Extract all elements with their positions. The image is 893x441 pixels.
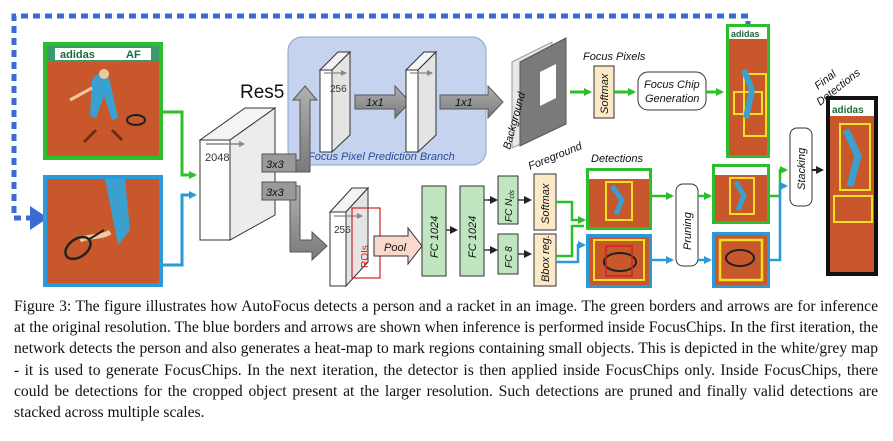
detections-label: Detections bbox=[591, 153, 643, 165]
svg-text:Generation: Generation bbox=[645, 93, 699, 105]
svg-text:FC 1024: FC 1024 bbox=[467, 216, 479, 258]
res5-label: Res5 bbox=[240, 82, 284, 103]
pool-arrow: Pool bbox=[373, 226, 423, 266]
foreground-label: Foreground bbox=[527, 140, 585, 173]
detection-image-blue bbox=[586, 234, 652, 288]
rpn-block: 256 ROIs bbox=[328, 186, 381, 288]
svg-text:adidas: adidas bbox=[731, 29, 760, 39]
pruning-box: Pruning bbox=[675, 183, 699, 267]
res5-channels: 2048 bbox=[205, 152, 229, 164]
figure-caption: Figure 3: The figure illustrates how Aut… bbox=[14, 298, 878, 422]
detection-image-green bbox=[586, 168, 652, 230]
fc-ncls-box: FC Ncls bbox=[497, 175, 519, 225]
conv1x1-arrow-1: 1x1 bbox=[354, 84, 411, 120]
svg-text:Softmax: Softmax bbox=[540, 183, 552, 224]
focus-pixels-label: Focus Pixels bbox=[583, 51, 646, 63]
pruned-image-blue bbox=[712, 232, 770, 288]
svg-text:Bbox reg.: Bbox reg. bbox=[540, 235, 552, 282]
svg-text:Softmax: Softmax bbox=[599, 73, 611, 114]
bbox-reg-box: Bbox reg. bbox=[533, 233, 557, 287]
svg-text:1x1: 1x1 bbox=[366, 97, 384, 109]
res5-block: 2048 bbox=[198, 107, 277, 241]
stacking-box: Stacking bbox=[789, 127, 813, 207]
rois-label: ROIs bbox=[360, 245, 371, 268]
conv3x3-arrow-top: 3x3 bbox=[261, 85, 319, 173]
input-image-chip bbox=[43, 175, 163, 287]
focus-chip-generation-box: Focus Chip Generation bbox=[637, 71, 707, 111]
ad-text-1: adidas bbox=[60, 49, 95, 61]
softmax-focus-box: Softmax bbox=[593, 65, 615, 119]
autofocus-diagram: adidas AF 2048 Res5 Focus Pixel Predicti… bbox=[11, 13, 878, 288]
svg-text:Pool: Pool bbox=[384, 242, 407, 254]
conv-b-label: 3x3 bbox=[266, 187, 285, 199]
feedback-dashed-arrow bbox=[11, 13, 751, 221]
svg-text:FC 1024: FC 1024 bbox=[429, 216, 441, 258]
rpn-dim: 256 bbox=[334, 225, 351, 236]
branch-label: Focus Pixel Prediction Branch bbox=[308, 151, 455, 163]
softmax-det-box: Softmax bbox=[533, 173, 557, 231]
branch-block-2 bbox=[404, 50, 438, 154]
svg-text:FC Ncls: FC Ncls bbox=[504, 190, 516, 222]
branch-block-1: 256 bbox=[318, 50, 352, 154]
green-input-arrow bbox=[163, 110, 197, 179]
conv-a-label: 3x3 bbox=[266, 159, 285, 171]
focus-chip-image: adidas bbox=[726, 24, 770, 158]
svg-text:FC 8: FC 8 bbox=[504, 246, 515, 268]
feedback-arrow-head bbox=[30, 206, 48, 230]
fc1024-box-1: FC 1024 bbox=[421, 185, 447, 277]
ad-text-1b: AF bbox=[126, 49, 141, 61]
pruned-image-green bbox=[712, 164, 770, 224]
fc1024-box-2: FC 1024 bbox=[459, 185, 485, 277]
final-detections-image: adidas bbox=[826, 96, 878, 276]
input-image-full: adidas AF bbox=[43, 42, 163, 160]
conv3x3-arrow-bottom: 3x3 bbox=[261, 181, 328, 262]
svg-text:adidas: adidas bbox=[832, 105, 864, 116]
svg-text:1x1: 1x1 bbox=[455, 97, 473, 109]
branch-dim: 256 bbox=[330, 84, 347, 95]
fc8-box: FC 8 bbox=[497, 233, 519, 275]
focus-pixel-map bbox=[511, 37, 567, 149]
svg-text:Focus Chip: Focus Chip bbox=[644, 79, 700, 91]
blue-input-arrow bbox=[163, 191, 197, 267]
svg-text:Stacking: Stacking bbox=[796, 147, 808, 190]
svg-text:Pruning: Pruning bbox=[682, 211, 694, 250]
conv1x1-arrow-2: 1x1 bbox=[439, 84, 504, 120]
